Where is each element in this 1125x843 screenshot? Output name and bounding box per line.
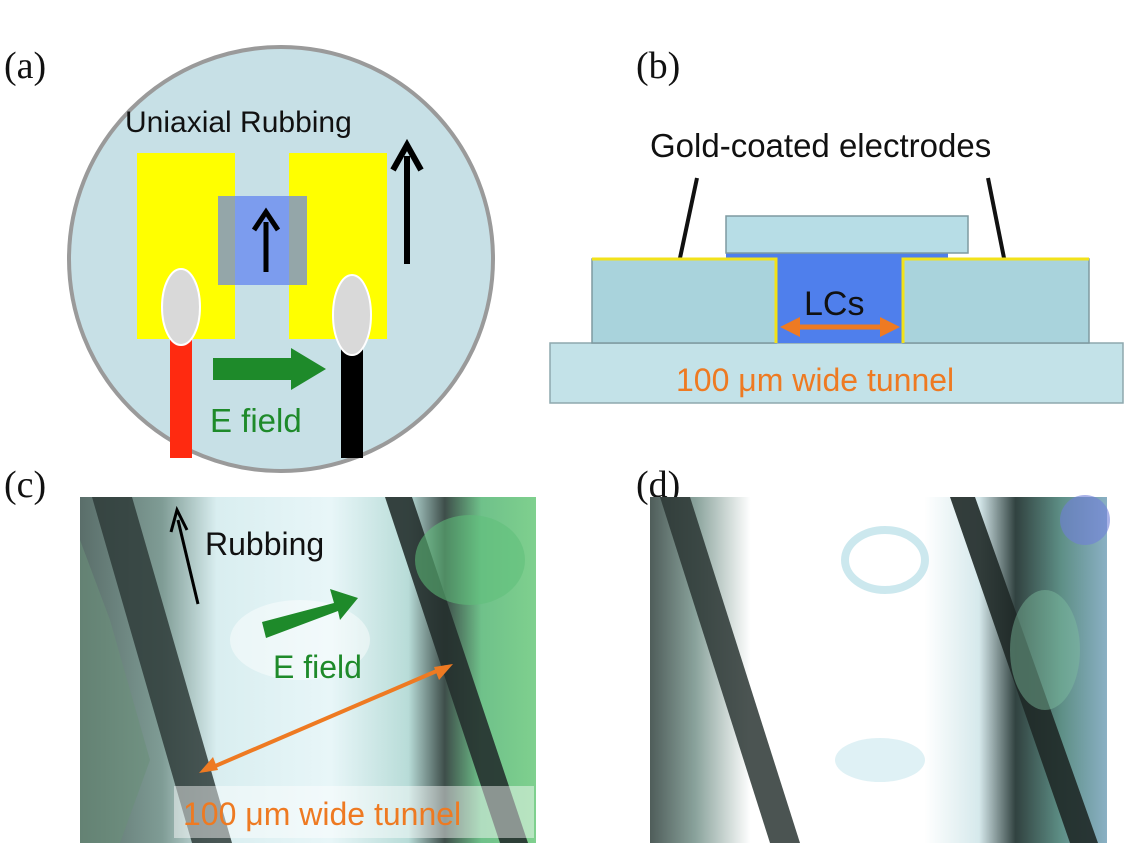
e-field-label-c: E field: [273, 649, 362, 685]
tunnel-wall-right: [385, 497, 528, 843]
panel-b: (b) Gold-coated electrodes 100 μm wide t…: [549, 45, 1124, 404]
lc-domain-ring: [841, 526, 929, 594]
electrode-pointer-right: [986, 177, 1006, 259]
tunnel-arrowhead-c-left: [199, 757, 218, 773]
tunnel-width-arrowhead-right: [880, 317, 900, 337]
base-slide: [549, 342, 1124, 404]
tunnel-label-c: 100 μm wide tunnel: [183, 796, 461, 832]
lc-rubbing-arrowhead: [251, 207, 281, 232]
lc-overlap-left: [218, 196, 235, 285]
rubbing-arrowhead-c: [169, 505, 189, 533]
right-electrode-block: [902, 258, 1090, 344]
e-field-arrow-c: [262, 589, 358, 638]
e-field-arrowhead: [291, 348, 326, 390]
tunnel-wall-left: [92, 497, 232, 843]
red-wire: [170, 336, 192, 458]
tunnel-label-box: [174, 786, 534, 838]
electrode-pointer-left: [678, 177, 699, 259]
cover-slip: [725, 215, 969, 254]
tunnel-label-b: 100 μm wide tunnel: [676, 362, 954, 398]
panel-a-label: (a): [4, 45, 46, 87]
e-field-arrow-body: [213, 358, 293, 380]
panel-c-label: (c): [4, 464, 46, 506]
tunnel-width-arrowhead-left: [780, 317, 800, 337]
panel-c: (c) Rubbing E field 100 μm wide tunnel: [4, 464, 536, 843]
lc-overlap-right: [289, 196, 307, 285]
tunnel-wall-left-d: [660, 497, 800, 843]
left-contact-drop: [161, 268, 201, 346]
e-field-label: E field: [210, 402, 302, 439]
rubbing-arrow-c: [176, 519, 200, 605]
panel-b-label: (b): [636, 45, 680, 87]
tunnel-arrowhead-c-right: [434, 664, 453, 680]
bright-region: [230, 600, 370, 680]
blue-domain-d: [1060, 495, 1110, 545]
green-domain: [415, 515, 525, 605]
rubbing-direction-arrowhead: [390, 138, 424, 172]
left-electrode-block: [591, 258, 777, 344]
rubbing-label: Rubbing: [205, 526, 324, 562]
tunnel-width-arrow-c: [205, 665, 447, 772]
panel-d: (d): [636, 464, 1110, 843]
right-contact-drop: [332, 274, 372, 356]
uniaxial-rubbing-title: Uniaxial Rubbing: [125, 106, 352, 139]
left-texture: [80, 540, 150, 843]
green-domain-d: [1010, 590, 1080, 710]
lc-domain-patch: [835, 738, 925, 782]
tunnel-wall-right-d: [950, 497, 1098, 843]
left-gold-coating: [592, 257, 778, 343]
lc-label: LCs: [804, 285, 864, 323]
gold-electrodes-label: Gold-coated electrodes: [650, 127, 991, 164]
right-gold-coating: [901, 257, 1089, 343]
panel-a: (a) Uniaxial Rubbing E field: [4, 45, 495, 473]
black-wire: [341, 336, 363, 458]
